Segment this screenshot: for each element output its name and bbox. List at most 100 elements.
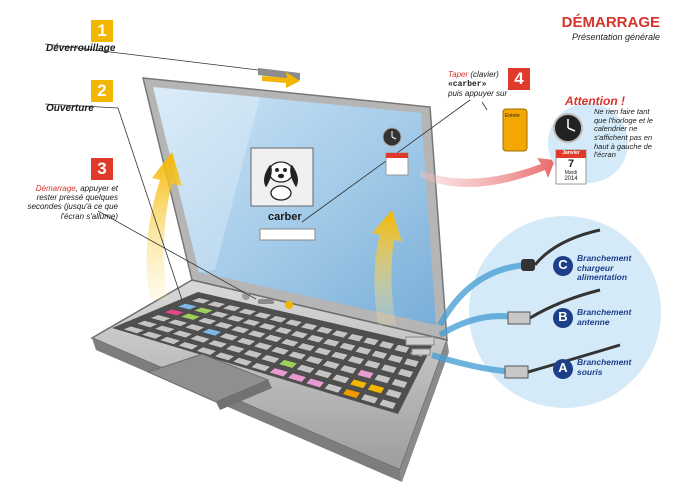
calendar-year: 2014: [564, 176, 578, 182]
keyboard-key: [179, 313, 202, 321]
keyboard-key: [241, 318, 262, 327]
keyboard-key: [305, 378, 325, 388]
keyboard-key: [225, 314, 246, 323]
side-ports: [405, 336, 435, 346]
cable-c: [533, 228, 601, 266]
keyboard-key: [153, 325, 176, 333]
step-4-badge: 4: [508, 68, 530, 90]
keyboard-key: [209, 310, 230, 319]
keyboard-key: [330, 351, 349, 361]
keyboard-key: [356, 369, 375, 379]
step-3-badge: 3: [91, 158, 113, 180]
keyboard-key: [177, 341, 199, 351]
step-1-label: Déverrouillage: [46, 43, 116, 54]
power-led: [285, 301, 293, 309]
cable-b: [529, 288, 601, 320]
enter-key-icon: [502, 108, 528, 152]
keyboard-key: [367, 383, 385, 394]
keyboard-key: [284, 319, 303, 327]
keyboard-key: [397, 368, 414, 379]
keyboard-key: [362, 337, 380, 346]
keyboard-key: [196, 317, 218, 325]
step-2-badge: 2: [91, 80, 113, 102]
keyboard-key: [403, 358, 420, 368]
step-4-label: Taper (clavier)«carber»puis appuyer sur: [448, 70, 508, 99]
keyboard-key: [273, 326, 293, 335]
keyboard-key: [296, 342, 316, 352]
keyboard-key: [252, 311, 273, 320]
keyboard-key: [287, 372, 307, 383]
dog-icon: [264, 161, 298, 201]
step-3-label-rest: , appuyer et rester pressé quelques seco…: [27, 184, 118, 221]
step-3-label: Démarrage, appuyer et rester pressé quel…: [18, 184, 118, 221]
keyboard-key: [315, 326, 334, 335]
keyboard-key: [290, 330, 309, 339]
keyboard-key: [189, 334, 211, 344]
step-3-label-em: Démarrage: [35, 184, 76, 193]
connector-c-letter: C: [558, 257, 568, 272]
keyboard-key: [287, 351, 307, 360]
keyboard-key: [322, 338, 341, 348]
keyboard-key: [192, 307, 214, 315]
keyboard-key: [201, 328, 223, 337]
keyboard-key: [322, 360, 341, 370]
step-4-code: «carber»: [448, 80, 487, 90]
keyboard-key: [242, 349, 263, 359]
keyboard-key: [159, 336, 182, 345]
keyboard-key: [378, 340, 395, 350]
keyboard-key: [122, 325, 146, 334]
enter-key-label: Entrée: [505, 113, 520, 119]
keyboard-key: [296, 364, 316, 374]
keyboard-key: [140, 331, 164, 340]
keyboard-key: [263, 334, 283, 343]
power-button: [258, 299, 274, 304]
step-4-label-mid: (clavier): [468, 70, 499, 79]
keyboard-key: [360, 393, 379, 405]
keyboard-key: [354, 346, 373, 356]
calendar-month: Janvier: [562, 150, 580, 156]
keyboard-key: [349, 378, 368, 389]
keyboard-key: [135, 320, 159, 328]
keyboard-key: [149, 314, 172, 322]
step-4-label-end: puis appuyer sur: [448, 89, 508, 99]
password-field: [259, 228, 316, 241]
keyboard-key: [390, 378, 408, 389]
keyboard-key: [214, 351, 235, 361]
step-2-label: Ouverture: [46, 103, 94, 114]
keyboard-key: [163, 308, 185, 316]
keyboard-key: [313, 369, 333, 379]
connector-a-letter: A: [558, 360, 568, 375]
connector-b-letter: B: [558, 309, 568, 324]
connector-b-label: Branchement antenne: [577, 307, 632, 327]
keyboard-key: [246, 330, 267, 339]
keyboard-key: [378, 398, 397, 410]
connector-a-badge: [553, 359, 573, 379]
keyboard-key: [253, 341, 273, 351]
page-subtitle: Présentation générale: [571, 32, 660, 42]
keyboard-key: [257, 322, 278, 331]
attention-arrow: [420, 158, 555, 187]
step-1-badge: 1: [91, 20, 113, 42]
connector-c-badge: [553, 256, 573, 276]
keyboard-key: [346, 333, 365, 342]
keyboard-key: [218, 332, 240, 341]
keyboard-key: [323, 383, 343, 394]
unlock-arrow: [262, 72, 300, 88]
connector-a-label: Branchement souris: [577, 357, 632, 377]
keyboard-key: [370, 350, 388, 360]
keyboard-key: [306, 334, 325, 343]
keyboard-key: [363, 359, 382, 370]
keyboard-key: [280, 338, 300, 348]
keyboard-key: [207, 339, 228, 349]
keyboard-key: [268, 367, 289, 378]
connector-c-label: Branchement chargeur alimentation: [577, 253, 632, 283]
keyboard-key: [176, 303, 198, 311]
page-title: DÉMARRAGE: [561, 14, 660, 31]
keyboard-key: [331, 374, 351, 384]
keyboard-key: [171, 330, 194, 339]
keyboard-key: [224, 344, 246, 354]
keyboard-key: [387, 354, 404, 364]
keyboard-key: [331, 329, 349, 339]
